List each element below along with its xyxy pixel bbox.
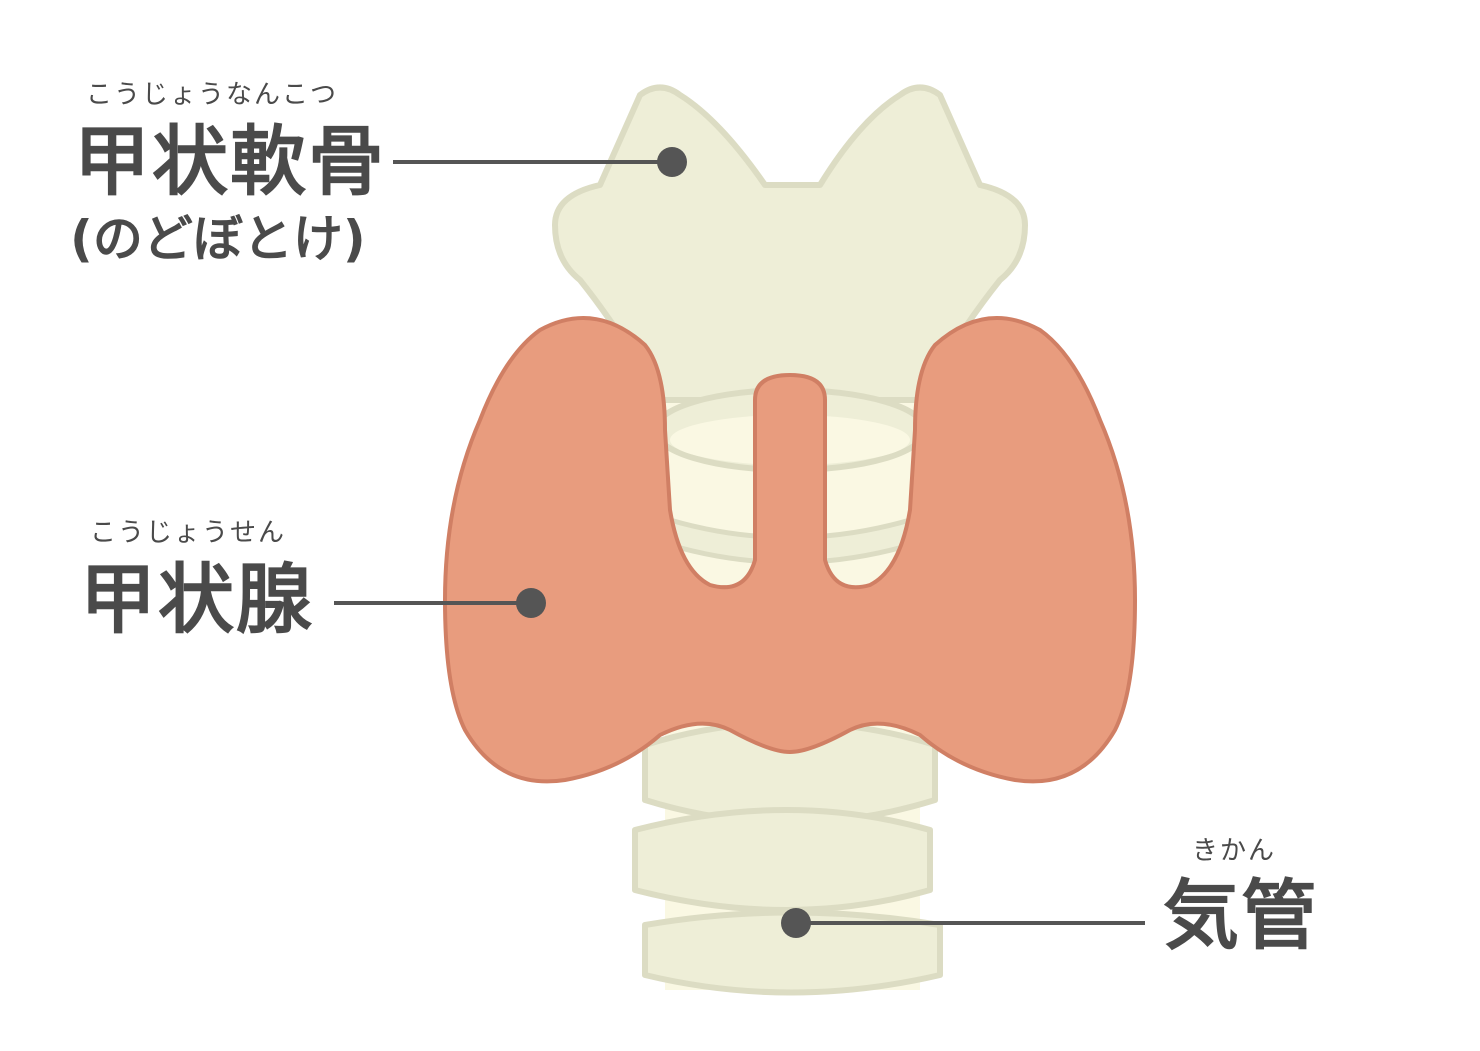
leader-lines (334, 160, 1145, 925)
trachea-reading: きかん (1192, 836, 1277, 866)
thyroid-gland-shape (443, 316, 1137, 784)
thyroid-gland-label: 甲状腺 (80, 555, 314, 644)
pointer-dot-trachea (781, 908, 811, 938)
trachea-ring-2 (632, 807, 933, 913)
thyroid-cartilage-common-name: (のどぼとけ) (70, 210, 366, 268)
pointer-dot-gland (516, 588, 546, 618)
thyroid-cartilage-label: 甲状軟骨 (74, 117, 386, 206)
thyroid-gland-reading: こうじょうせん (90, 518, 287, 548)
trachea-ring-3 (642, 909, 943, 996)
trachea-label: 気管 (1163, 871, 1319, 960)
pointer-dot-cartilage (657, 147, 687, 177)
thyroid-cartilage-reading: こうじょうなんこつ (86, 80, 339, 110)
